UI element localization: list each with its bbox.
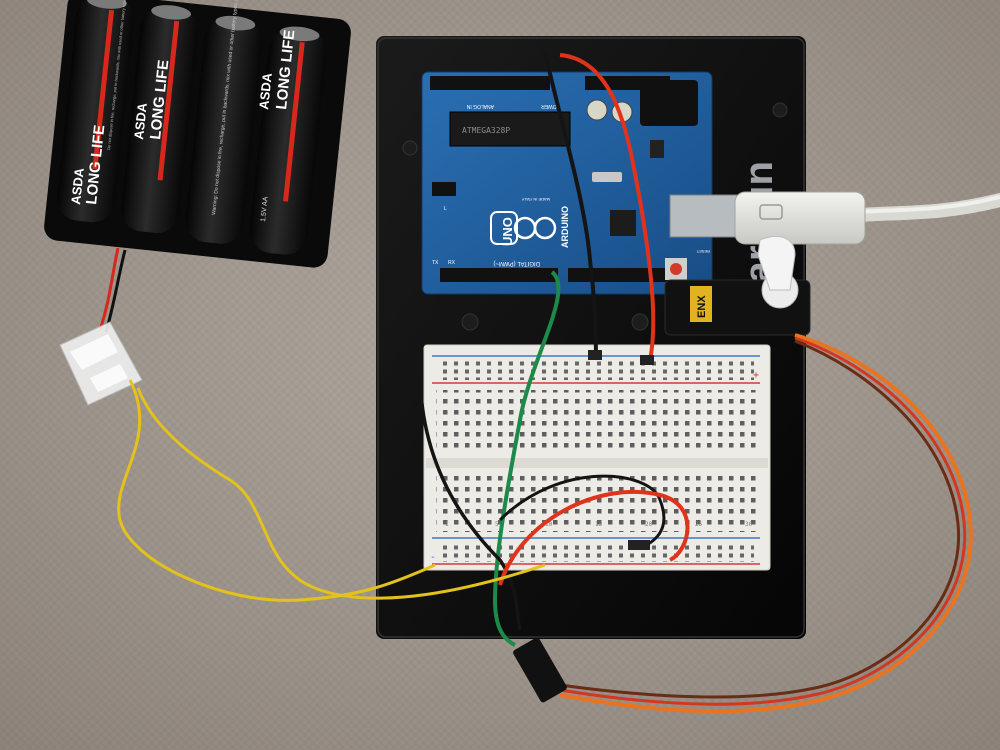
- header-digital-label: DIGITAL (PWM~): [493, 260, 540, 266]
- battery-cell-3: [185, 18, 263, 244]
- usb-cable: [853, 193, 1000, 222]
- battery-brand-2: ASDA: [131, 102, 150, 141]
- made-in-label: MADE IN ITALY: [521, 197, 550, 202]
- usb-plug: [669, 191, 866, 245]
- servo-brand: ENX: [696, 295, 708, 318]
- column-number: 1: [445, 521, 449, 528]
- led-l-label: L: [444, 206, 447, 212]
- rail-minus-bottom: -: [430, 552, 436, 563]
- reset-label: RESET: [696, 249, 710, 254]
- arduino-model: UNO: [500, 217, 515, 246]
- servo-motor: ENX: [664, 236, 811, 336]
- battery-brand-1: ASDA: [68, 167, 87, 206]
- led-tx-label: TX: [432, 260, 439, 266]
- battery-cell-4: [249, 29, 327, 255]
- battery-cell-2: [121, 7, 199, 233]
- terminal-block: [59, 321, 143, 406]
- rail-plus-top: +: [753, 370, 759, 381]
- column-number: 5: [495, 521, 499, 528]
- battery-cell-1: [57, 0, 134, 223]
- header-analog-label: ANALOG IN: [466, 103, 494, 109]
- battery-leads: [98, 247, 127, 333]
- column-number: 25: [695, 521, 703, 528]
- led-rx-label: RX: [448, 260, 456, 266]
- header-power-label: POWER: [541, 103, 560, 109]
- battery-brand-4: ASDA: [256, 72, 275, 111]
- battery-fine-print-4: 1.5V AA: [260, 196, 270, 222]
- column-number: 20: [645, 521, 653, 528]
- chip-label: ATMEGA328P: [462, 126, 510, 135]
- arduino-brand: ARDUINO: [560, 206, 570, 248]
- column-number: 30: [745, 521, 753, 528]
- column-number: 10: [545, 521, 553, 528]
- battery-pack: ASDA LONG LIFE Do not dispose in fire, r…: [44, 0, 351, 268]
- arduino-uno-board: ATMEGA328P UNO ARDUINO ANALOG IN POWER D…: [421, 71, 713, 295]
- column-number: 15: [595, 521, 603, 528]
